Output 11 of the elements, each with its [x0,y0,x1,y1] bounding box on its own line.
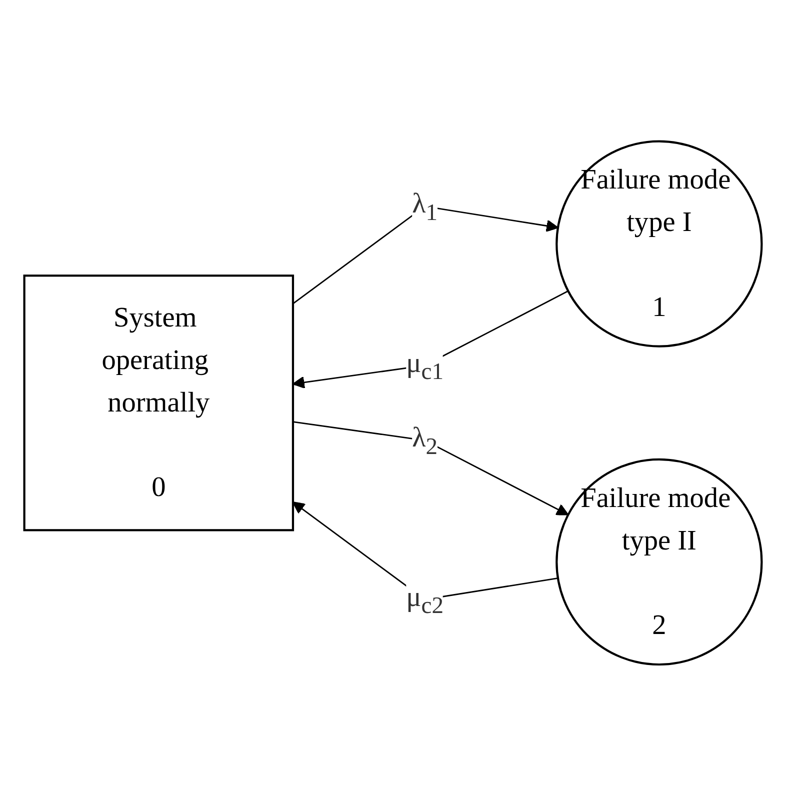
node-box [23,274,294,531]
arrow [292,420,569,515]
edge-label: λ$_{1}$ [412,188,438,226]
node-circle [556,458,763,666]
arrow [292,290,568,388]
arrow [292,205,558,304]
edge-label: μ$_{c2}$ [406,581,444,618]
edge-label: μ$_{c1}$ [406,347,444,384]
edge-label: λ$_{2}$ [412,422,438,460]
node-circle [556,140,763,347]
state-diagram: λ$_{1}$ μ$_{c1}$ λ$_{2}$ μ$_{c2}$ System operating normally 0 Failure mode type I 1 Failure mode type II 2 [13,130,773,676]
